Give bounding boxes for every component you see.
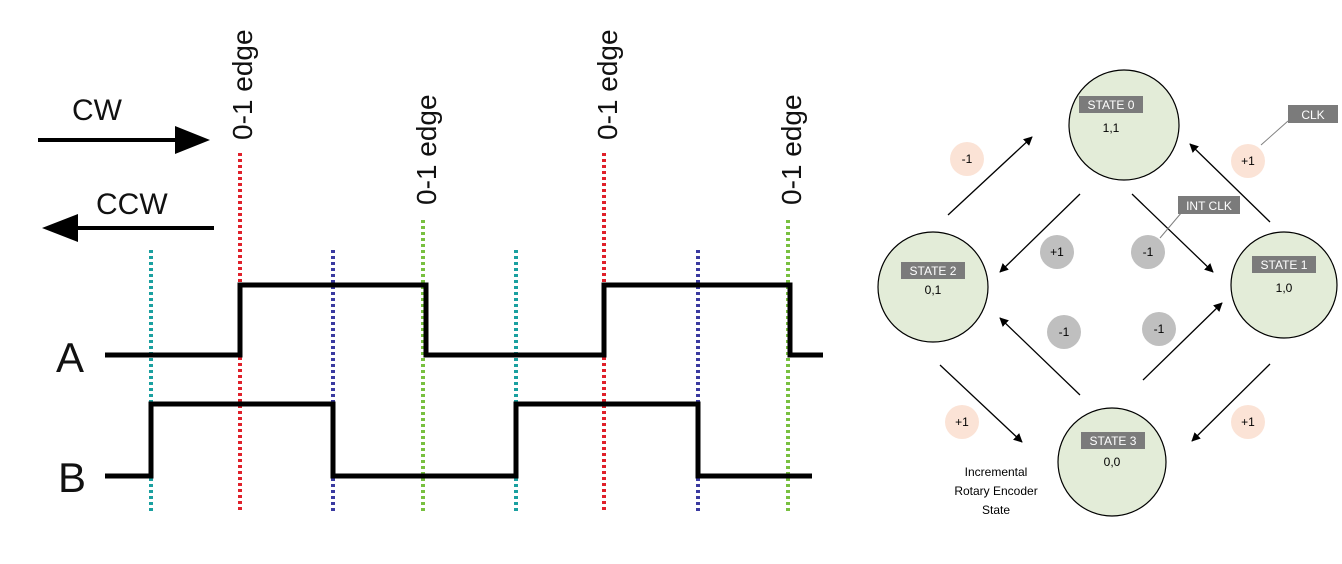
state-3-value: 0,0 (1104, 455, 1121, 469)
edge-label-2: 0-1 edge (411, 94, 442, 205)
caption-line-3: State (982, 503, 1010, 517)
state-0-label-bg (1079, 96, 1143, 113)
int-clk-callout-box (1178, 196, 1240, 214)
ccw-arrow (42, 214, 214, 242)
int-clk-callout-label: INT CLK (1186, 199, 1232, 213)
outer-badges: -1 +1 +1 +1 (945, 142, 1265, 439)
state-1-label-bg (1252, 256, 1316, 273)
arrow-s3-to-s1 (1142, 302, 1223, 381)
arrow-s0-to-s1 (1131, 193, 1214, 273)
badge-outer-bottom-left: +1 (955, 415, 969, 429)
state-0-name: STATE 0 (1088, 98, 1135, 112)
arrow-s0-to-s2 (999, 193, 1081, 273)
badge-inner-upper-left: +1 (1050, 245, 1064, 259)
clk-callout-label: CLK (1301, 108, 1324, 122)
timing-diagram: CW CCW A B 0-1 edge 0-1 edge 0-1 edge 0-… (38, 29, 823, 512)
state-2-value: 0,1 (925, 283, 942, 297)
arrow-s2-to-s0 (947, 136, 1033, 216)
signal-b-waveform (105, 401, 812, 479)
badge-outer-bottom-right: +1 (1241, 415, 1255, 429)
badge-inner-lower-left: -1 (1059, 325, 1070, 339)
cw-arrow (38, 126, 210, 154)
state-3: STATE 3 0,0 (1057, 407, 1167, 517)
diagram-caption: Incremental Rotary Encoder State (954, 465, 1037, 517)
badge-inner-lower-right: -1 (1154, 322, 1165, 336)
signal-b-label: B (58, 454, 86, 501)
arrow-s3-to-s2 (999, 317, 1081, 396)
state-2-label-bg (901, 262, 965, 279)
edge-label-4: 0-1 edge (776, 94, 807, 205)
cw-label: CW (72, 94, 123, 127)
inner-badges: +1 -1 -1 -1 (1040, 235, 1176, 349)
caption-line-1: Incremental (965, 465, 1028, 479)
arrow-s1-to-s3 (1191, 363, 1271, 442)
caption-line-2: Rotary Encoder (954, 484, 1037, 498)
state-machine: STATE 0 1,1 STATE 1 1,0 STATE 2 0,1 STAT… (877, 69, 1338, 517)
int-clk-callout: INT CLK (1159, 196, 1240, 239)
clk-callout: CLK (1260, 105, 1338, 146)
edge-label-3: 0-1 edge (592, 29, 623, 140)
state-3-name: STATE 3 (1090, 434, 1137, 448)
state-1: STATE 1 1,0 (1230, 231, 1338, 339)
arrow-s2-to-s3 (939, 364, 1023, 443)
badge-outer-top-right: +1 (1241, 154, 1255, 168)
edge-label-1: 0-1 edge (227, 29, 258, 140)
edge-markers (149, 153, 790, 512)
clk-callout-box (1288, 105, 1338, 123)
state-3-label-bg (1081, 432, 1145, 449)
badge-outer-top-left: -1 (962, 152, 973, 166)
badge-inner-upper-right: -1 (1143, 245, 1154, 259)
state-1-value: 1,0 (1276, 281, 1293, 295)
state-0: STATE 0 1,1 (1068, 69, 1180, 181)
ccw-label: CCW (96, 188, 168, 221)
signal-a-label: A (56, 334, 84, 381)
state-0-value: 1,1 (1103, 121, 1120, 135)
state-2: STATE 2 0,1 (877, 231, 989, 343)
signal-a-waveform (105, 282, 823, 358)
arrow-s1-to-s0 (1189, 143, 1271, 223)
state-1-name: STATE 1 (1261, 258, 1308, 272)
transition-arrows (939, 136, 1271, 443)
state-2-name: STATE 2 (910, 264, 957, 278)
